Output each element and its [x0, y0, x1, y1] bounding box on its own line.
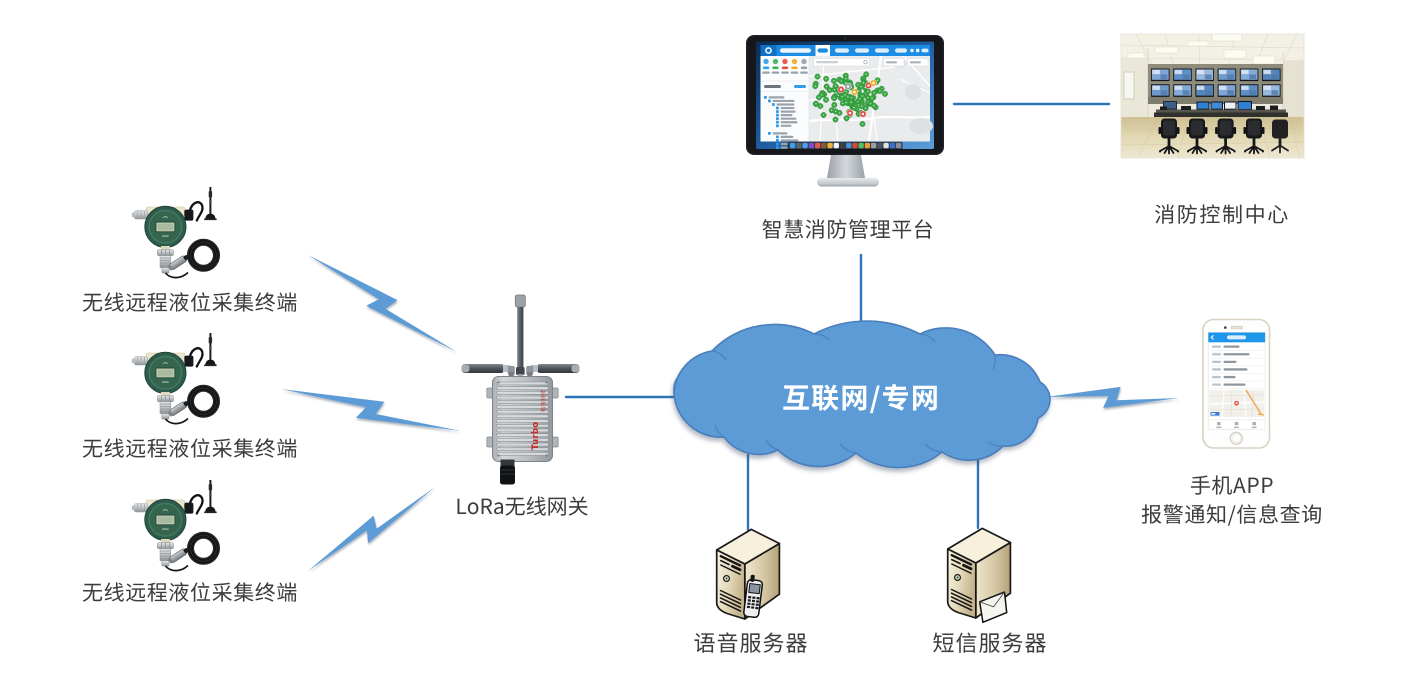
desk-monitors [1163, 101, 1252, 110]
control-center-label: 消防控制中心 [1154, 199, 1290, 229]
phone-label-line1: 手机APP [1189, 470, 1275, 500]
phone-tab-bar [1208, 419, 1266, 429]
sms-server-envelope-icon [978, 591, 1008, 624]
sensor-device-3 [132, 480, 219, 571]
gateway-label: LoRa无线网关 [455, 491, 589, 521]
cloud-creases [672, 333, 1004, 454]
phone-map [1209, 389, 1265, 418]
dashboard-sidebar [760, 56, 810, 149]
gateway-ribs [496, 381, 549, 456]
gateway-left-antenna [461, 364, 515, 379]
sms-server-label: 短信服务器 [932, 626, 1048, 658]
sms-server [946, 527, 1012, 624]
gateway-brand-cn: 拓宝科技 [540, 390, 547, 412]
bolt-cloud-phone [1046, 386, 1179, 408]
voice-server [715, 528, 781, 620]
phone-screen [1207, 332, 1266, 430]
dashboard-map [808, 55, 933, 142]
monitor-stand-base [817, 178, 879, 187]
lora-gateway: 拓宝科技 Turbo [461, 294, 580, 485]
gateway-right-antenna [526, 364, 580, 379]
connector-lines [564, 102, 1111, 532]
bolt-sensor3-gateway [308, 487, 435, 571]
control-room-photo [1120, 33, 1305, 159]
platform-label: 智慧消防管理平台 [761, 214, 935, 244]
sidebar-tree [764, 96, 800, 149]
monitor-screen [756, 41, 934, 149]
cloud-label: 互联网/专网 [781, 377, 941, 417]
video-wall [1151, 68, 1281, 97]
voice-server-label: 语音服务器 [693, 626, 809, 658]
dock-icons [790, 142, 902, 149]
sensor-device-1 [132, 187, 219, 278]
stat-tiles [762, 58, 808, 74]
bolt-sensor2-gateway [281, 389, 461, 431]
gateway-brand-latin: Turbo [529, 421, 541, 450]
dock [787, 141, 903, 149]
sensor-label-2: 无线远程液位采集终端 [82, 433, 298, 463]
sensor-label-1: 无线远程液位采集终端 [82, 287, 298, 317]
bolt-sensor1-gateway [308, 255, 457, 352]
monitor-stand-neck [827, 155, 865, 178]
chairs [1158, 118, 1289, 155]
sensor-device-2 [132, 333, 219, 424]
internet-cloud [672, 320, 1051, 469]
dashboard-header [760, 45, 930, 56]
platform-monitor [746, 35, 944, 187]
voice-server-phone-icon [743, 574, 764, 619]
sensor-label-3: 无线远程液位采集终端 [82, 577, 298, 607]
phone-detail-rows [1210, 345, 1263, 389]
smartphone [1202, 318, 1271, 449]
lightning-bolts [281, 255, 1179, 571]
phone-label-line2: 报警通知/信息查询 [1141, 499, 1323, 529]
